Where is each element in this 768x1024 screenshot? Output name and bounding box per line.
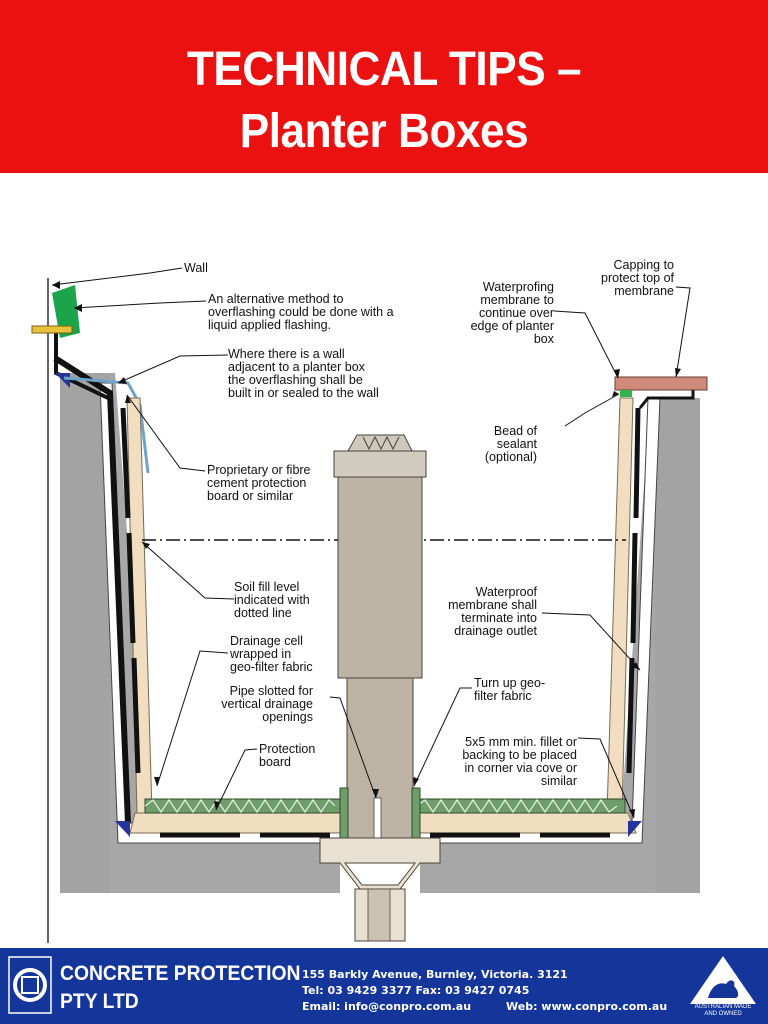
right-capping	[614, 376, 708, 409]
label-bead-of-sealant-line: sealant	[497, 437, 538, 451]
label-fillet-line: similar	[541, 774, 577, 788]
label-protection-board-line: Protection	[259, 742, 315, 756]
label-capping-line: Capping to	[614, 258, 675, 272]
label-membrane-continue-line: box	[534, 332, 555, 346]
label-wall-line: Wall	[184, 261, 208, 275]
label-fillet-line: backing to be placed	[462, 748, 577, 762]
label-fibre-cement-board-line: cement protection	[207, 476, 306, 490]
company-name-line1: CONCRETE PROTECTION	[60, 962, 301, 985]
label-turn-up-geo-filter: Turn up geo-filter fabric	[474, 676, 545, 703]
label-membrane-continue-line: membrane to	[480, 293, 554, 307]
label-soil-fill-level-line: indicated with	[234, 593, 310, 607]
label-drainage-cell-line: Drainage cell	[230, 634, 303, 648]
label-membrane-continue-line: continue over	[479, 306, 554, 320]
label-protection-board-line: board	[259, 755, 291, 769]
australian-made-logo-icon	[690, 956, 756, 1004]
company-web-link[interactable]: Web: www.conpro.com.au	[506, 1000, 668, 1013]
label-wall: Wall	[184, 261, 208, 275]
label-fibre-cement-board-line: Proprietary or fibre	[207, 463, 311, 477]
label-wall-adjacent-line: the overflashing shall be	[228, 373, 363, 387]
label-drainage-cell-line: wrapped in	[229, 647, 291, 661]
company-email-link[interactable]: Email: info@conpro.com.au	[302, 1000, 472, 1013]
membrane-black-strips	[120, 407, 641, 838]
drainage-cell	[144, 798, 626, 814]
label-wall-adjacent-line: adjacent to a planter box	[228, 360, 366, 374]
label-turn-up-geo-filter-line: filter fabric	[474, 689, 532, 703]
leader-arrowheads	[52, 281, 681, 818]
label-wall-adjacent-line: Where there is a wall	[228, 347, 345, 361]
footer: CONCRETE PROTECTION PTY LTD 155 Barkly A…	[0, 948, 768, 1024]
company-name-line2: PTY LTD	[60, 990, 139, 1013]
company-phone-fax: Tel: 03 9429 3377 Fax: 03 9427 0745	[302, 984, 530, 997]
drainage-pipe	[319, 434, 441, 942]
label-membrane-continue-line: edge of planter	[471, 319, 554, 333]
label-soil-fill-level-line: Soil fill level	[234, 580, 299, 594]
company-logo-icon	[8, 956, 52, 1014]
left-wall-flashing	[31, 285, 150, 824]
label-soil-fill-level-line: dotted line	[234, 606, 292, 620]
label-membrane-terminate-line: terminate into	[461, 611, 537, 625]
corner-fillets	[115, 821, 642, 837]
label-capping-line: membrane	[614, 284, 674, 298]
label-pipe-slotted-line: Pipe slotted for	[230, 684, 313, 698]
page-title-line1: TECHNICAL TIPS –	[186, 43, 582, 96]
label-fibre-cement-board-line: board or similar	[207, 489, 293, 503]
header-banner: TECHNICAL TIPS – Planter Boxes	[0, 0, 768, 173]
label-membrane-continue-line: Waterprofing	[483, 280, 554, 294]
label-wall-adjacent-line: built in or sealed to the wall	[228, 386, 379, 400]
label-alternative-method-line: An alternative method to	[208, 292, 344, 306]
label-alternative-method-line: overflashing could be done with a	[208, 305, 394, 319]
label-capping-line: protect top of	[601, 271, 674, 285]
label-turn-up-geo-filter-line: Turn up geo-	[474, 676, 545, 690]
label-bead-of-sealant-line: (optional)	[485, 450, 537, 464]
label-pipe-slotted-line: vertical drainage	[221, 697, 313, 711]
leader-lines	[51, 267, 691, 819]
badge-text-line1: AUSTRALIAN MADE	[694, 1004, 752, 1010]
label-membrane-terminate-line: membrane shall	[448, 598, 537, 612]
page-title-line2: Planter Boxes	[239, 105, 529, 158]
label-alternative-method-line: liquid applied flashing.	[208, 318, 331, 332]
protection-boards	[126, 397, 637, 834]
label-bead-of-sealant-line: Bead of	[494, 424, 538, 438]
label-pipe-slotted-line: openings	[262, 710, 313, 724]
badge-text-line2: AND OWNED	[704, 1011, 742, 1017]
label-fillet-line: 5x5 mm min. fillet or	[465, 735, 577, 749]
label-membrane-terminate-line: drainage outlet	[454, 624, 537, 638]
label-membrane-terminate-line: Waterproof	[476, 585, 538, 599]
label-fillet-line: in corner via cove or	[464, 761, 577, 775]
company-address: 155 Barkly Avenue, Burnley, Victoria. 31…	[302, 968, 568, 981]
label-drainage-cell-line: geo-filter fabric	[230, 660, 313, 674]
